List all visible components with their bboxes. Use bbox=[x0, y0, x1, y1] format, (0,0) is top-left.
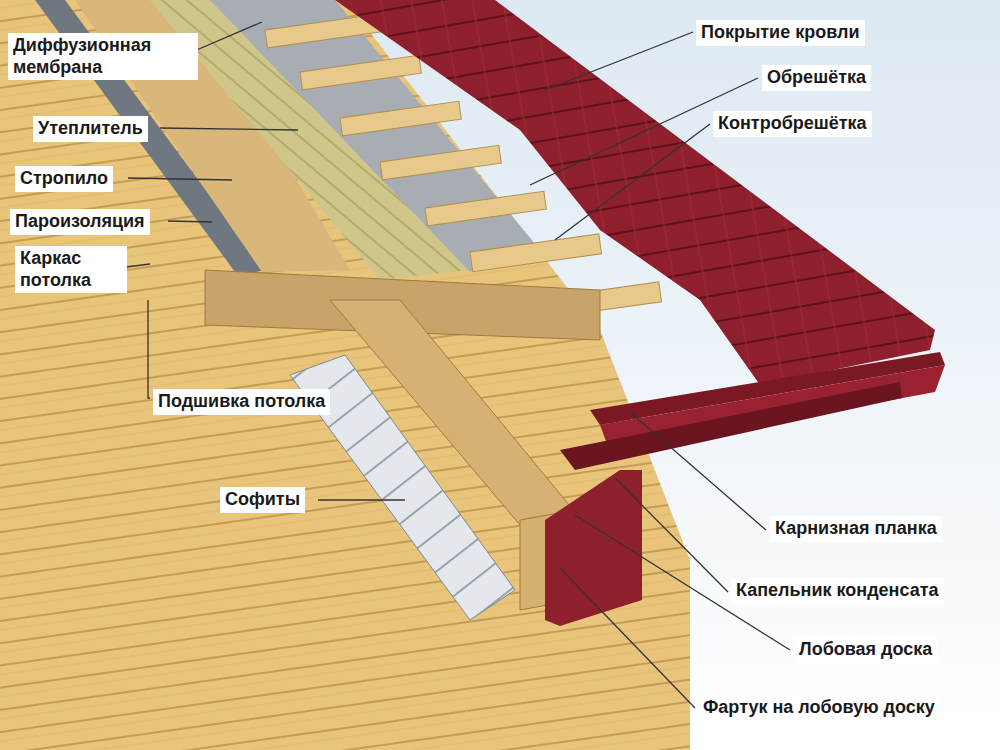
part-label: Диффузионная мембрана bbox=[8, 33, 198, 80]
part-label: Утеплитель bbox=[33, 116, 148, 142]
part-label: Лобовая доска bbox=[794, 637, 937, 663]
part-label: Софиты bbox=[220, 487, 305, 513]
part-label: Капельник конденсата bbox=[731, 578, 944, 604]
part-label: Обрешётка bbox=[762, 65, 871, 91]
part-label: Подшивка потолка bbox=[153, 389, 330, 415]
part-label: Контробрешётка bbox=[713, 111, 872, 137]
part-label: Каркас потолка bbox=[15, 246, 127, 293]
part-label: Карнизная планка bbox=[770, 516, 942, 542]
part-label: Пароизоляция bbox=[10, 209, 150, 235]
part-label: Стропило bbox=[15, 166, 113, 192]
part-label: Фартук на лобовую доску bbox=[698, 695, 940, 721]
part-label: Покрытие кровли bbox=[696, 20, 865, 46]
